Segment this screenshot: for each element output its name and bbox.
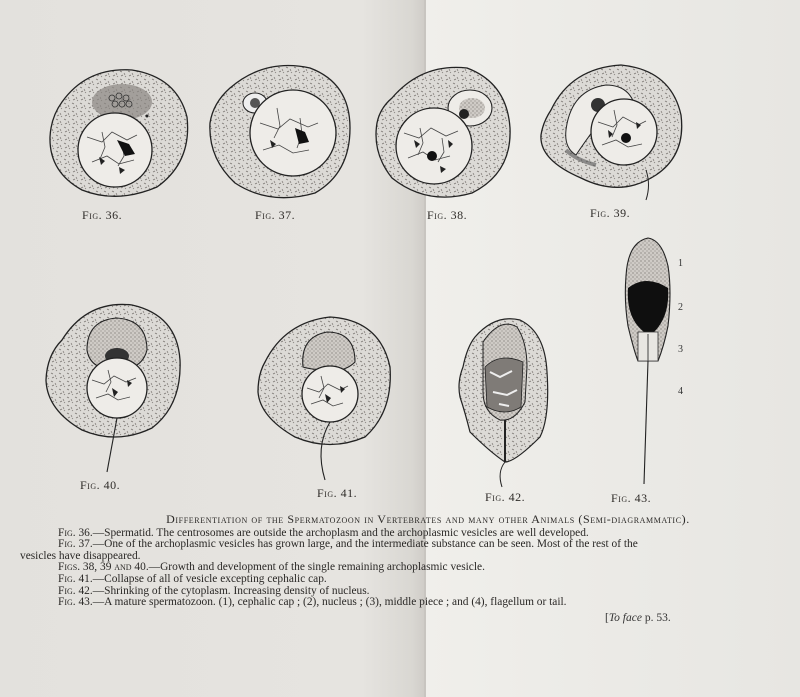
figure-36-spermatid: Fig. 36. [47, 62, 192, 222]
caption-line-fig36: Fig. 36.—Spermatid. The centrosomes are … [58, 526, 589, 539]
fig43-part-2-nucleus: 2 [678, 302, 683, 313]
figure-40-label: Fig. 40. [80, 478, 121, 492]
caption-line-fig43: Fig. 43.—A mature spermatozoon. (1), cep… [58, 596, 567, 609]
caption-line-fig37-cont: vesicles have disappeared. [20, 549, 141, 562]
figure-42-label: Fig. 42. [485, 490, 526, 504]
caption-line-fig41: Fig. 41.—Collapse of all of vesicle exce… [58, 572, 327, 585]
figure-43-mature-spermatozoon: 1 2 3 4 Fig. 43. [611, 236, 683, 505]
caption-line-fig42: Fig. 42.—Shrinking of the cytoplasm. Inc… [58, 584, 370, 597]
figure-38-label: Fig. 38. [427, 208, 468, 222]
page-fold [424, 0, 426, 697]
to-face-page-note: [To face p. 53. [605, 612, 671, 624]
caption-line-figs38-40: Figs. 38, 39 and 40.—Growth and developm… [58, 561, 485, 574]
figure-36-label: Fig. 36. [82, 208, 123, 222]
figure-40: Fig. 40. [42, 300, 182, 492]
figure-41: Fig. 41. [255, 312, 395, 500]
plate-caption: Differentiation of the Spermatozoon in V… [20, 512, 778, 609]
figure-38: Fig. 38. [372, 58, 512, 222]
figure-43-label: Fig. 43. [611, 491, 652, 505]
caption-line-fig37: Fig. 37.—One of the archoplasmic vesicle… [58, 538, 638, 551]
fig43-part-4-flagellum: 4 [678, 386, 683, 397]
figure-39-label: Fig. 39. [590, 206, 631, 220]
figure-37-label: Fig. 37. [255, 208, 296, 222]
figure-42: Fig. 42. [455, 312, 555, 504]
fig43-part-3-middle-piece: 3 [678, 344, 683, 355]
fig43-part-1-cephalic-cap: 1 [678, 258, 683, 269]
figure-39: Fig. 39. [536, 60, 686, 220]
figure-37: Fig. 37. [205, 58, 355, 222]
caption-title: Differentiation of the Spermatozoon in V… [166, 512, 690, 526]
figure-41-label: Fig. 41. [317, 486, 358, 500]
